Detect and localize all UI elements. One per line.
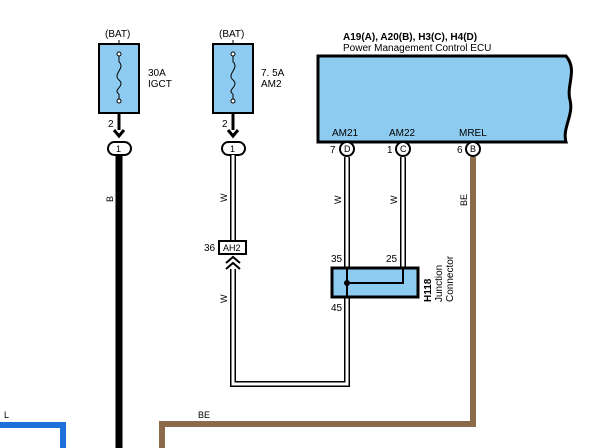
ecu-pin-num: 6 [457, 145, 463, 156]
fuse1-connector-chevron [112, 129, 126, 139]
white-wire-loop [231, 269, 349, 386]
fuse2-rating: 7. 5A [261, 68, 285, 79]
junction-pin-b: 25 [386, 254, 398, 265]
am22-wire-color: W [389, 195, 399, 204]
fuse1-element [116, 61, 122, 95]
fuse1-source: (BAT) [105, 29, 130, 40]
ecu-pin-num: 7 [330, 145, 336, 156]
junction-id: H118 [423, 278, 434, 302]
ecu-pin-conn: B [470, 144, 476, 154]
fuse1-terminal [116, 98, 122, 104]
fuse2-source: (BAT) [219, 29, 244, 40]
ecu-pin-circle [465, 141, 481, 157]
ecu-name: Power Management Control ECU [343, 43, 491, 54]
fuse2-terminal [230, 51, 236, 57]
ah2-name: AH2 [223, 243, 241, 253]
fuse2-pin-top: 2 [222, 119, 228, 130]
blue-wire-label: L [4, 410, 9, 420]
fuse2-element [230, 61, 236, 95]
ah2-chevron [225, 255, 241, 264]
ah2-pin: 36 [204, 243, 216, 254]
fuse1-pin-conn: 1 [116, 144, 121, 154]
fuse1-pin-top: 2 [108, 119, 114, 130]
ah2-connector [218, 240, 247, 255]
junction-label-1: Junction [434, 265, 445, 302]
ecu-pin-conn: C [400, 144, 407, 154]
fuse2-connector-chevron [226, 129, 240, 139]
ecu-pin-label: AM21 [332, 128, 359, 139]
ah2-chevron [225, 261, 241, 270]
fuse1-wire-color: B [105, 196, 115, 202]
junction-label-2: Connector [445, 255, 456, 302]
junction-pin-c: 45 [331, 303, 343, 314]
white-wire-loop [230, 269, 350, 387]
ecu-pin-circle [339, 141, 355, 157]
blue-wire [0, 422, 66, 448]
fuse2-pin-conn: 1 [230, 144, 235, 154]
ecu-pin-circle [395, 141, 411, 157]
brown-wire [159, 157, 476, 448]
fuse1-terminal [116, 51, 122, 57]
fuse2-terminal [230, 98, 236, 104]
fuse2-wire-color: W [219, 193, 229, 202]
junction-bus [346, 268, 404, 284]
junction-node [344, 280, 350, 286]
ecu-pin-conn: D [344, 144, 351, 154]
fuse1-name: IGCT [148, 79, 172, 90]
fuse2-name: AM2 [261, 79, 282, 90]
junction-pin-a: 35 [331, 254, 343, 265]
mrel-wire-color: BE [459, 194, 469, 206]
am21-wire-color: W [333, 195, 343, 204]
ecu-pin-num: 1 [387, 145, 393, 156]
ah2-wire-color: W [219, 294, 229, 303]
fuse1-rating: 30A [148, 68, 166, 79]
ecu-pin-label: AM22 [389, 128, 416, 139]
brown-wire-label: BE [198, 410, 210, 420]
ecu-box [316, 54, 573, 144]
ecu-connectors: A19(A), A20(B), H3(C), H4(D) [343, 32, 477, 43]
ecu-pin-label: MREL [459, 128, 487, 139]
